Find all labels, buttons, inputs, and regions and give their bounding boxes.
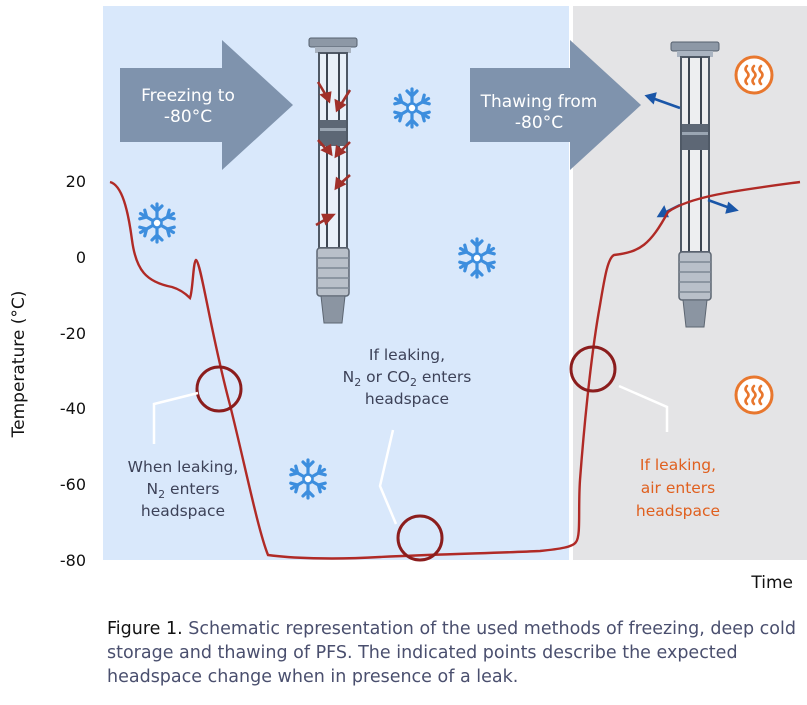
freeze-thaw-diagram: 20 0 -20 -40 -60 -80 Temperature (°C) Ti… bbox=[9, 6, 807, 593]
thawing-arrow: Thawing from -80°C bbox=[470, 40, 641, 170]
y-tick: 20 bbox=[66, 172, 86, 191]
annotation-freezing-leak: When leaking, N2 enters headspace bbox=[128, 458, 239, 520]
freezing-arrow-label: -80°C bbox=[164, 107, 212, 127]
temperature-curve bbox=[109, 180, 801, 560]
freezing-arrow: Freezing to -80°C bbox=[120, 40, 293, 170]
heat-icon bbox=[734, 375, 774, 415]
annotation-line: headspace bbox=[636, 502, 720, 520]
annotation-text: enters bbox=[417, 368, 471, 386]
thawing-arrow-label: Thawing from bbox=[480, 92, 598, 112]
subscript: 2 bbox=[354, 376, 361, 389]
leak-marker-thawing bbox=[569, 345, 617, 393]
annotation-line: When leaking, bbox=[128, 458, 239, 476]
annotation-line: N2 enters bbox=[147, 480, 220, 501]
annotation-line: headspace bbox=[365, 390, 449, 408]
y-axis: 20 0 -20 -40 -60 -80 bbox=[60, 172, 86, 570]
callout-lines bbox=[152, 384, 669, 525]
leak-marker-freezing bbox=[195, 365, 243, 413]
heat-icon bbox=[734, 55, 774, 95]
syringe-image-thawing bbox=[644, 41, 739, 328]
annotation-line: headspace bbox=[141, 502, 225, 520]
x-axis-label: Time bbox=[750, 573, 793, 593]
gas-name: N bbox=[343, 368, 355, 386]
y-tick: -40 bbox=[60, 399, 86, 418]
annotation-text: or CO bbox=[361, 368, 410, 386]
y-tick: -60 bbox=[60, 475, 86, 494]
y-tick: -80 bbox=[60, 551, 86, 570]
annotation-thawing-leak: If leaking, air enters headspace bbox=[636, 456, 720, 520]
y-tick: -20 bbox=[60, 324, 86, 343]
y-axis-label: Temperature (°C) bbox=[9, 291, 29, 439]
annotation-line: N2 or CO2 enters bbox=[343, 368, 472, 389]
subscript: 2 bbox=[410, 376, 417, 389]
leak-marker-storage bbox=[396, 514, 444, 562]
annotation-line: If leaking, bbox=[369, 346, 445, 364]
subscript: 2 bbox=[158, 488, 165, 501]
annotation-line: If leaking, bbox=[640, 456, 716, 474]
caption-text: Schematic representation of the used met… bbox=[107, 619, 796, 687]
caption-lead: Figure 1. bbox=[107, 619, 183, 639]
gas-name: N bbox=[147, 480, 159, 498]
annotation-storage-leak: If leaking, N2 or CO2 enters headspace bbox=[343, 346, 472, 408]
annotation-text: enters bbox=[165, 480, 219, 498]
thawing-arrow-label: -80°C bbox=[515, 113, 563, 133]
syringe-image-freezing bbox=[308, 37, 358, 324]
freezing-arrow-label: Freezing to bbox=[141, 86, 235, 106]
annotation-line: air enters bbox=[641, 479, 716, 497]
y-tick: 0 bbox=[76, 248, 86, 267]
figure-caption: Figure 1. Schematic representation of th… bbox=[107, 617, 797, 689]
